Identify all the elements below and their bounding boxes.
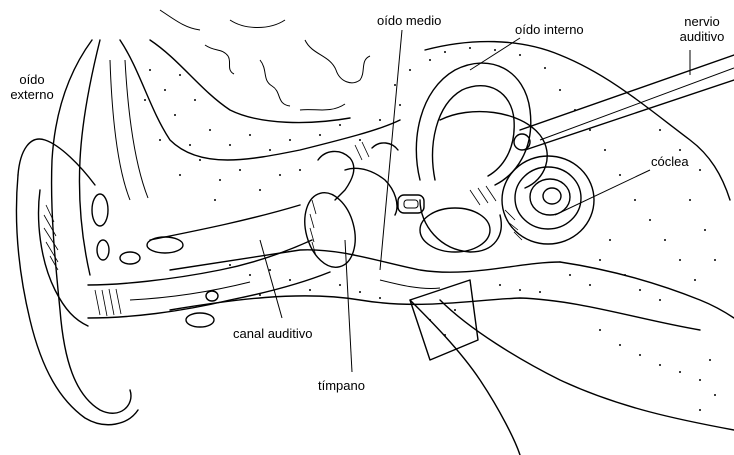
label-inner-ear: oído interno [515, 22, 584, 37]
label-eardrum: tímpano [318, 378, 365, 393]
middle-ear-ossicles [318, 142, 424, 215]
label-auditory-nerve: nervio auditivo [670, 14, 734, 44]
cochlea [502, 156, 594, 244]
brain-outline [160, 10, 370, 110]
label-auditory-nerve-line2: auditivo [670, 29, 734, 44]
label-outer-ear-line2: externo [2, 87, 62, 102]
eardrum [297, 187, 363, 273]
label-outer-ear-line1: oído [2, 72, 62, 87]
label-ear-canal: canal auditivo [233, 326, 313, 341]
label-auditory-nerve-line1: nervio [670, 14, 734, 29]
label-cochlea: cóclea [651, 154, 689, 169]
label-outer-ear: oído externo [2, 72, 62, 102]
label-middle-ear: oído medio [377, 13, 441, 28]
inner-ear [416, 63, 547, 252]
auditory-nerve [514, 55, 734, 150]
